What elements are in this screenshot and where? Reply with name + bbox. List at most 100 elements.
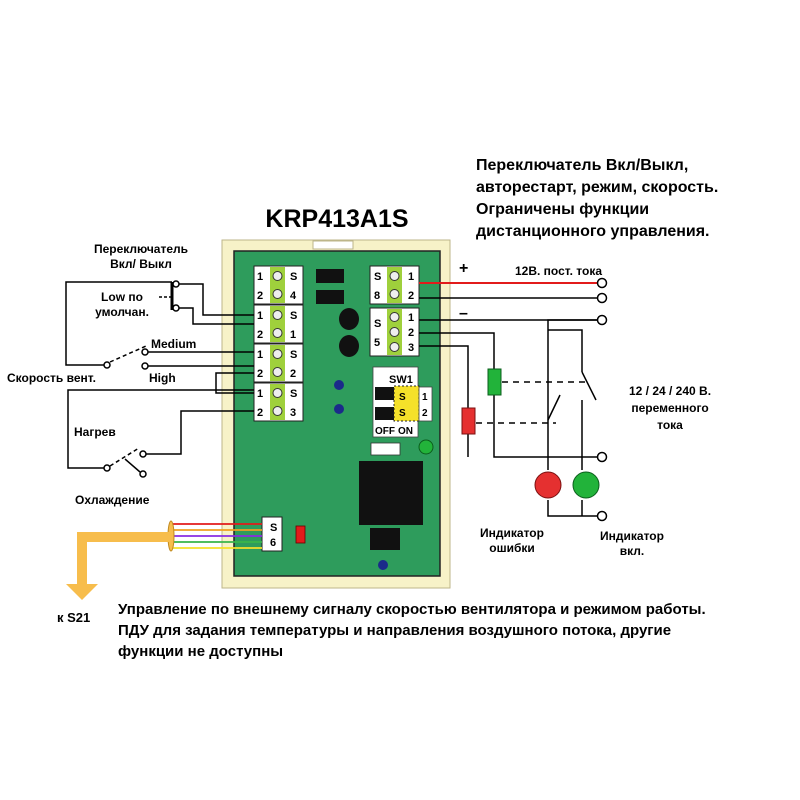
screw-icon [272,328,283,338]
s2-number: 2 [290,368,296,380]
s2-label: S [290,349,297,361]
error-indicator-label-2: ошибки [489,541,535,555]
sw1-pos-box [418,386,433,422]
bottom-note-line-3: функции не доступны [118,643,283,660]
terminal-s3[interactable]: 1 2 S 3 [253,382,304,422]
screw-icon [272,367,283,377]
low-default-label-2: умолчан. [95,305,149,319]
screw-icon [389,312,400,322]
power-lamp-icon [572,471,600,499]
wire-onoff-2 [176,307,254,325]
screw-icon [272,310,283,320]
s3-label: S [290,388,297,400]
minus-label: – [459,305,468,322]
sw1-s-bottom: S [399,408,406,419]
s5-label: S [374,318,381,330]
screw-icon [272,289,283,299]
terminal-dc-plus [596,277,608,289]
cool-label: Охлаждение [75,493,150,507]
heat-label: Нагрев [74,425,116,439]
screw-icon [389,271,400,281]
capacitor-2 [339,335,359,357]
error-lamp-icon [534,471,562,499]
s5-pin-3: 3 [408,342,414,354]
s2-pin-1: 1 [257,349,263,361]
s1-pin-2: 2 [257,329,263,341]
led-2 [334,404,344,414]
bottom-note-line-1: Управление по внешнему сигналу скоростью… [118,601,706,618]
sw1-on-label: ON [398,426,413,437]
connector-s6[interactable]: S 6 [261,516,283,552]
bottom-note: Управление по внешнему сигналу скоростью… [118,601,706,660]
wire-mode-common [67,389,254,469]
s1-pin-1: 1 [257,310,263,322]
relay-coil-red [461,407,476,435]
s4-label: S [290,271,297,283]
board-green-led [418,439,434,455]
red-component [295,525,306,544]
bottom-note-line-2: ПДУ для задания температуры и направлени… [118,622,671,639]
high-label: High [149,371,176,385]
white-component [370,442,401,456]
s1-label: S [290,310,297,322]
screw-icon [389,327,400,337]
screw-icon [272,388,283,398]
terminal-dc-minus [596,292,608,304]
screw-icon [389,342,400,352]
relay-contact-2 [581,371,597,401]
ac-label-line-1: 12 / 24 / 240 В. [629,384,711,398]
switch-label-line-2: Вкл/ Выкл [110,257,172,271]
s3-pin-2: 2 [257,407,263,419]
left-wiring [65,281,254,473]
terminal-ac-2 [596,451,608,463]
medium-label: Medium [151,337,196,351]
s6-label: S [270,522,277,534]
relay-top [316,269,344,283]
s5-number: 5 [374,337,380,349]
ic-chip-small [370,528,400,550]
switch-contacts [103,280,180,478]
top-note-line-1: Переключатель Вкл/Выкл, [476,157,688,174]
led-1 [334,380,344,390]
sw1-off-label: OFF [375,426,395,437]
to-s21-label: к S21 [57,610,90,625]
terminal-s8[interactable]: S 8 1 2 [369,265,420,305]
wire-onoff-1 [176,283,254,316]
power-indicator-label-1: Индикатор [600,529,664,543]
led-3 [378,560,388,570]
sw1-lever-1 [375,387,394,400]
s2-pin-2: 2 [257,368,263,380]
screw-icon [272,349,283,359]
s3-number: 3 [290,407,296,419]
s8-pin-1: 1 [408,271,414,283]
sw1-pos-1: 1 [422,392,428,403]
terminal-s5[interactable]: S 5 1 2 3 [369,307,420,357]
relay-bottom [316,290,344,304]
s8-pin-2: 2 [408,290,414,302]
terminal-s4[interactable]: 1 2 S 4 [253,265,304,305]
s8-label: S [374,271,381,283]
s21-cable [66,520,262,600]
model-title: KRP413A1S [265,205,408,233]
terminal-s2[interactable]: 1 2 S 2 [253,343,304,383]
error-indicator-label-1: Индикатор [480,526,544,540]
s4-pin-1: 1 [257,271,263,283]
sw1-pos-2: 2 [422,408,428,419]
top-note-line-4: дистанционного управления. [476,223,710,240]
capacitor-1 [339,308,359,330]
s8-number: 8 [374,290,380,302]
dc-12v-label: 12В. пост. тока [515,264,602,278]
screw-icon [389,289,400,299]
s3-pin-1: 1 [257,388,263,400]
s4-pin-2: 2 [257,290,263,302]
arrow-to-s21-icon [66,532,170,600]
adapter-board: SW1 S S 1 2 OFF ON 1 2 S 4 1 [221,239,451,589]
s5-pin-2: 2 [408,327,414,339]
sw1-highlight [393,385,420,422]
power-indicator-label-2: вкл. [620,544,645,558]
sw1-lever-2 [375,407,394,420]
sw1-dip-switch[interactable]: SW1 S S 1 2 OFF ON [372,366,433,438]
top-note: Переключатель Вкл/Выкл, авторестарт, реж… [476,157,718,240]
terminal-s1[interactable]: 1 2 S 1 [253,304,304,344]
